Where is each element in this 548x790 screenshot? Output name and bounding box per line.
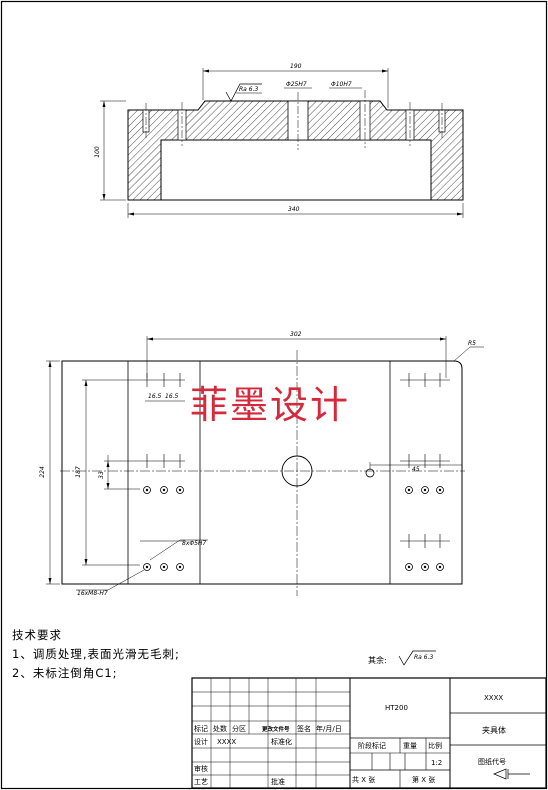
section-view: 190 100 340 Ra 6.3 Φ25H7 Φ10H7 (94, 63, 464, 218)
tb-approve: 批准 (271, 777, 285, 786)
title-block-text: 标记 处数 分区 更改文件号 签名 年/月/日 设计 XXXX 标准化 审核 工… (194, 694, 506, 786)
tb-company: XXXX (484, 694, 503, 702)
dim-190: 190 (290, 63, 302, 70)
notes-item-1: 1、调质处理,表面光滑无毛刺; (12, 647, 180, 661)
tb-change-doc: 更改文件号 (262, 725, 290, 733)
bore-10-label: Φ10H7 (331, 81, 352, 88)
hole-group-left (143, 486, 444, 571)
tb-material: HT200 (385, 704, 408, 712)
threads-label: 16xM8-H7 (77, 590, 108, 597)
bore-25-label: Φ25H7 (286, 81, 307, 88)
tb-date: 年/月/日 (316, 724, 342, 733)
rest-label: 其余: (368, 656, 387, 665)
dim-16-5-a: 16.5 (148, 393, 162, 400)
tb-weight: 重量 (403, 742, 417, 750)
tb-review: 审核 (194, 764, 208, 773)
tb-sheet-total: 共 X 张 (352, 775, 375, 784)
dim-187: 187 (75, 466, 82, 478)
dim-224: 224 (39, 466, 46, 478)
tb-ratio: 比例 (428, 741, 442, 750)
tb-design: 设计 (194, 737, 208, 746)
tb-process: 工艺 (194, 778, 208, 786)
section-cavity (160, 139, 432, 201)
dim-100: 100 (94, 146, 101, 158)
plan-outline (61, 360, 463, 585)
tb-scale: 1:2 (431, 759, 442, 767)
tb-drawing-no: 图纸代号 (478, 757, 506, 766)
dim-45: 45 (412, 466, 420, 473)
dim-33: 33 (98, 471, 105, 479)
pins-label: 8xΦ5H7 (182, 540, 206, 547)
tb-zone: 分区 (232, 724, 246, 733)
dim-340: 340 (288, 206, 300, 213)
tb-count: 处数 (213, 724, 227, 733)
small-hole (365, 468, 375, 478)
dim-r5: R5 (468, 340, 476, 347)
tb-stage: 阶段标记 (358, 741, 386, 750)
rest-roughness-label: Ra 6.3 (414, 654, 433, 661)
plan-view: 302 R5 16.5 16.5 224 187 33 45 8xΦ5H7 16… (39, 331, 484, 597)
dim-302: 302 (290, 331, 302, 338)
central-bore (281, 455, 313, 487)
tb-designer: XXXX (217, 738, 236, 746)
projection-symbol (493, 768, 530, 780)
roughness-symbol (225, 83, 262, 102)
dim-16-5-b: 16.5 (165, 393, 179, 400)
tb-standard: 标准化 (271, 737, 292, 746)
technical-requirements: 技术要求 1、调质处理,表面光滑无毛刺; 2、未标注倒角C1; (12, 626, 180, 683)
rest-roughness-symbol (398, 650, 436, 666)
tb-sign: 签名 (297, 724, 311, 733)
title-block (191, 677, 547, 789)
tb-mark: 标记 (194, 724, 208, 733)
roughness-label: Ra 6.3 (239, 86, 258, 93)
watermark: 菲墨设计 (190, 383, 351, 427)
notes-item-2: 2、未标注倒角C1; (12, 666, 118, 680)
tb-sheet-no: 第 X 张 (412, 775, 435, 784)
notes-heading: 技术要求 (12, 628, 62, 642)
tb-part-name: 夹具体 (482, 725, 506, 735)
